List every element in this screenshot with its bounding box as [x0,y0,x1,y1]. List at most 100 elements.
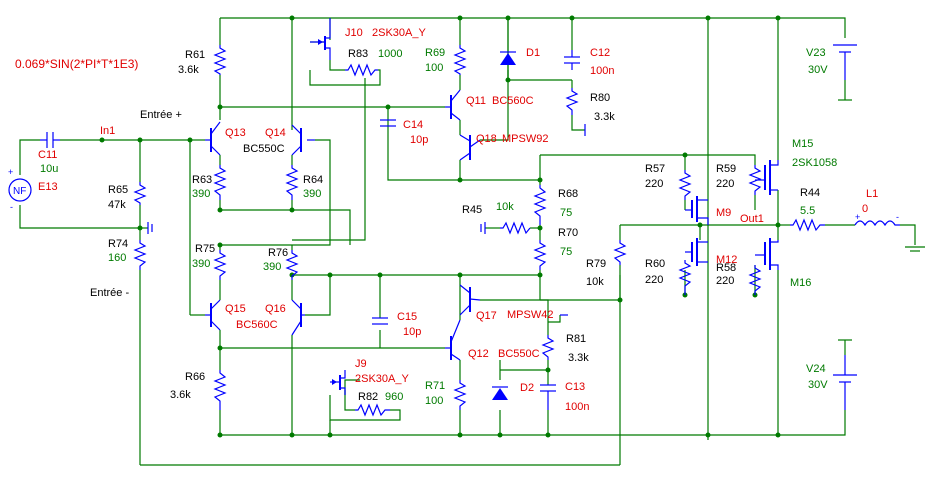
label-v23-value: 30V [808,64,828,76]
label-v24: V24 [806,363,826,375]
label-c13: C13 [565,381,585,393]
svg-text:-: - [10,202,13,212]
label-j9: J9 [355,358,367,370]
wires [19,17,925,466]
label-r64-value: 390 [303,188,321,200]
labels: 0.069*SIN(2*PI*T*1E3) C11 10u In1 E13 R6… [15,27,878,413]
label-r69-value: 100 [425,62,443,74]
label-r57: R57 [645,163,665,175]
label-r83-value: 1000 [378,48,402,60]
label-q18: Q18 [476,133,497,145]
label-r75-value: 390 [192,258,210,270]
label-r63-value: 390 [192,188,210,200]
c11-capacitor-symbol [40,132,60,148]
label-r60-value: 220 [645,274,663,286]
label-c11: C11 [38,149,57,161]
capacitors [372,50,580,410]
label-q11-model: BC560C [492,95,534,107]
label-r69: R69 [425,47,445,59]
label-r58-value: 220 [716,275,734,287]
label-r70: R70 [558,227,578,239]
label-r66-value: 3.6k [170,389,191,401]
label-m15-model: 2SK1058 [792,157,837,169]
label-v24-value: 30V [808,379,828,391]
label-r61-value: 3.6k [178,64,199,76]
label-c15-value: 10p [403,326,421,338]
svg-text:+: + [855,212,860,222]
label-c12-value: 100n [590,65,614,77]
label-q15: Q15 [225,303,246,315]
label-m16: M16 [790,277,811,289]
label-r79: R79 [586,258,606,270]
fets [310,18,779,395]
label-r45-value: 10k [496,201,514,213]
label-r66: R66 [185,371,205,383]
diodes [492,51,516,400]
label-c11-value: 10u [40,163,58,175]
label-r44-value: 5.5 [800,205,815,217]
label-r74: R74 [108,238,128,250]
label-c13-value: 100n [565,401,589,413]
label-c15: C15 [397,311,417,323]
label-r81-value: 3.3k [568,352,589,364]
label-q16: Q16 [265,303,286,315]
label-j10-model: 2SK30A_Y [372,27,426,39]
label-r60: R60 [645,258,665,270]
label-e13: E13 [38,181,58,193]
label-v23: V23 [806,47,826,59]
label-r80: R80 [590,92,610,104]
label-entree-plus: Entrée + [140,109,182,121]
label-q17-model: MPSW42 [507,309,553,321]
label-r45: R45 [462,204,482,216]
label-in1: In1 [100,125,115,137]
label-q14-model: BC550C [243,143,285,155]
label-r82: R82 [358,391,378,403]
junctions [99,15,781,438]
label-q12: Q12 [468,348,489,360]
label-m15: M15 [792,138,813,150]
svg-text:-: - [896,212,899,222]
label-r74-value: 160 [108,252,126,264]
label-j9-model: 2SK30A_Y [355,373,409,385]
label-q17: Q17 [476,310,497,322]
label-r44: R44 [800,187,820,199]
label-l1: L1 [866,188,878,200]
label-d2: D2 [520,382,534,394]
label-c14: C14 [403,119,423,131]
v24-battery-symbol [833,355,857,410]
label-r83: R83 [348,48,368,60]
label-q13: Q13 [225,127,246,139]
label-r68-value: 75 [560,207,572,219]
label-q11: Q11 [466,95,486,107]
resistors-horizontal [345,63,825,417]
v23-battery-symbol [833,44,857,80]
svg-text:NF: NF [13,186,26,197]
label-m12: M12 [716,254,737,266]
label-r64: R64 [303,174,323,186]
label-r70-value: 75 [560,246,572,258]
label-c14-value: 10p [410,134,428,146]
label-r59: R59 [716,163,736,175]
label-r58: R58 [716,262,736,274]
l1-inductor-symbol: + - [854,212,900,227]
label-r65-value: 47k [108,199,126,211]
label-d1: D1 [526,47,540,59]
label-r80-value: 3.3k [594,111,615,123]
label-r81: R81 [566,333,586,345]
source-expression: 0.069*SIN(2*PI*T*1E3) [15,57,138,71]
label-r65: R65 [108,184,128,196]
label-r71: R71 [425,380,445,392]
label-r76-value: 390 [263,261,281,273]
transistors [205,89,481,361]
label-q16-model: BC560C [236,319,278,331]
label-q14: Q14 [265,127,286,139]
label-q18-model: MPSW92 [502,133,548,145]
label-l1-value: 0 [862,203,868,215]
label-r79-value: 10k [586,276,604,288]
label-r82-value: 960 [385,391,403,403]
svg-text:+: + [8,167,13,177]
label-r61: R61 [185,49,205,61]
label-r76: R76 [268,247,288,259]
